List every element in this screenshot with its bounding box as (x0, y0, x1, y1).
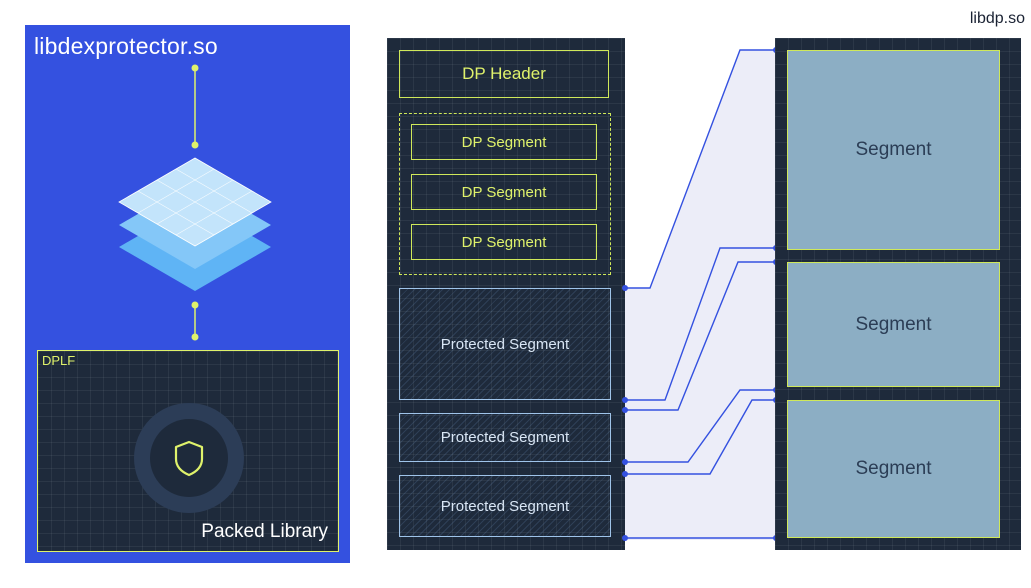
connector-line (625, 389, 776, 463)
connector-line (625, 247, 776, 401)
segment-box: Segment (787, 50, 1000, 250)
connector-line (625, 399, 776, 475)
shield-badge (134, 403, 244, 513)
protected-segment: Protected Segment (399, 413, 611, 462)
shield-icon (174, 440, 204, 477)
connector-line (625, 49, 776, 289)
connector-band (625, 50, 776, 540)
dp-segment: DP Segment (411, 124, 597, 160)
panel-title: libdexprotector.so (34, 33, 218, 59)
connector-line (625, 261, 776, 411)
segment-box: Segment (787, 400, 1000, 538)
dp-segment: DP Segment (411, 174, 597, 210)
dp-segment: DP Segment (411, 224, 597, 260)
protected-segment: Protected Segment (399, 288, 611, 400)
dplf-box: DPLF Packed Library (37, 350, 339, 552)
libdp-title: libdp.so (969, 10, 1025, 27)
dp-header: DP Header (399, 50, 609, 98)
layered-stack-icon (118, 64, 272, 341)
dplf-label: DPLF (42, 353, 76, 368)
segment-box: Segment (787, 262, 1000, 387)
libdp-column: Segment Segment Segment (775, 38, 1021, 550)
dp-segment-group: DP Segment DP Segment DP Segment (399, 113, 611, 275)
protected-segment: Protected Segment (399, 475, 611, 537)
protected-library-column: DP Header DP Segment DP Segment DP Segme… (387, 38, 625, 550)
packed-library-label: Packed Library (201, 521, 328, 542)
libdexprotector-panel: libdexprotector.so DPLF (25, 25, 350, 563)
